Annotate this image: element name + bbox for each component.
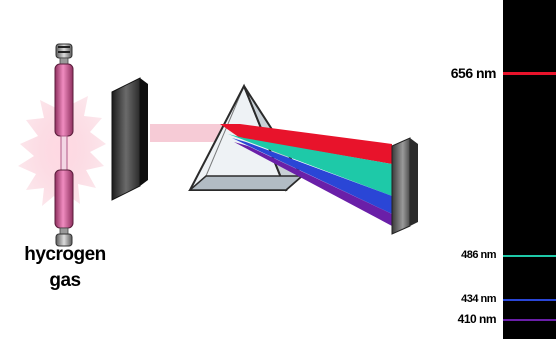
gas-label-line1: hycrogen — [6, 244, 124, 266]
light-beam — [150, 124, 226, 142]
line-410 — [503, 319, 556, 321]
line-656 — [503, 72, 556, 75]
line-486 — [503, 255, 556, 257]
wavelength-label-434: 434 nm — [461, 293, 496, 305]
wavelength-label-410: 410 nm — [458, 312, 496, 326]
wavelength-label-486: 486 nm — [461, 249, 496, 261]
spectrum-panel — [503, 0, 556, 339]
wavelength-label-656: 656 nm — [451, 65, 496, 81]
line-434 — [503, 299, 556, 301]
gas-label-line2: gas — [6, 270, 124, 292]
detector-screen — [392, 138, 418, 234]
slit-plate — [112, 78, 148, 200]
